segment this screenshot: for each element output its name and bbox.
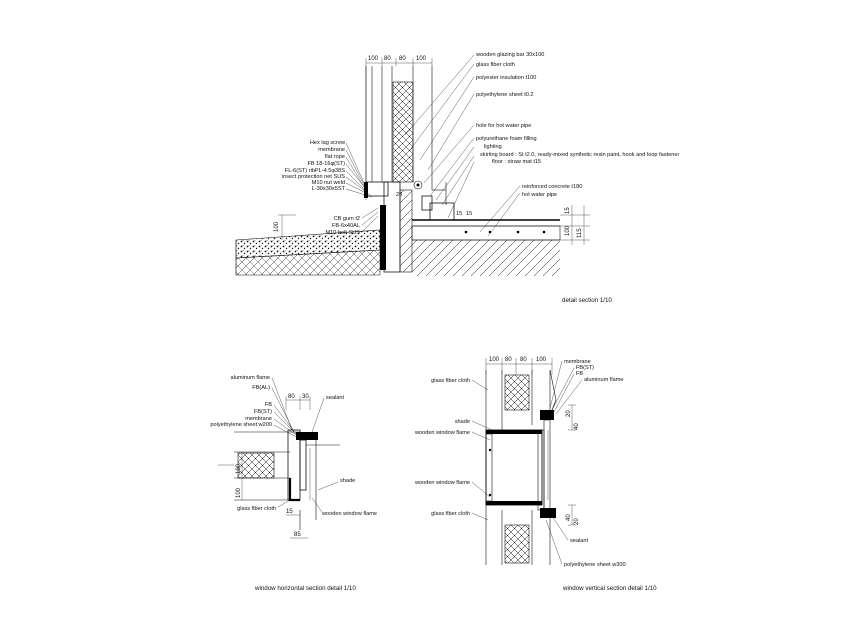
label-v-glass-fiber-cloth-bottom: glass fiber cloth [431,511,470,517]
label-fl-6: FL-6(ST) ribPL-4.5φ38S [285,168,345,174]
labels-lower-detail: CB gum t2 FB-6x40AL M10 bolt SUS [325,207,379,236]
dims-right-detail: 15 100 115 [560,205,590,245]
label-h-shade: shade [340,478,355,484]
dim-h-left-2: 100 [236,487,242,498]
labels-left-detail: Hex lag screw membrane flat rope FB 18-1… [282,140,373,198]
dim-h-bot-1: 15 [286,509,293,515]
label-h-glass-fiber-cloth: glass fiber cloth [237,506,276,512]
dim-top-3: 80 [399,56,406,62]
label-membrane: membrane [318,147,345,153]
label-h-aluminum-flame: aluminum flame [231,375,270,381]
label-insect-net: insect protection net SUS [282,174,345,180]
label-flat-rope: flat rope [325,154,345,160]
labels-right-detail: wooden glazing bar 30x100 glass fiber cl… [404,52,679,237]
label-v-wooden-window-flame-bottom: wooden window flame [414,480,470,486]
dim-v-right-1: 20 [566,410,572,417]
caption-horizontal-section: window horizontal section detail 1/10 [254,585,356,592]
dim-v-right-4: 20 [574,518,580,525]
label-polyester-insulation: polyester insulation t100 [476,75,536,81]
dim-top-4: 100 [416,56,427,62]
label-hex-lag-screw: Hex lag screw [310,140,346,146]
caption-vertical-section: window vertical section detail 1/10 [562,585,657,592]
label-h-membrane: membrane [245,416,272,422]
label-wooden-glazing-bar: wooden glazing bar 30x100 [475,52,544,58]
label-v-aluminum-flame: aluminum flame [584,377,623,383]
dim-left: 100 [274,221,280,232]
label-lighting: lighting [484,144,502,150]
label-h-fb: FB [265,402,272,408]
label-fb-6x40: FB-6x40AL [332,223,360,229]
floor-slab: 15 15 [411,182,561,276]
label-l-30x30: L-30x30x5ST [312,186,346,192]
wall-layers [365,66,433,190]
label-v-polyethylene-sheet: polyethylene sheet w300 [564,562,626,568]
label-h-sealant: sealant [326,395,344,401]
label-h-polyethylene-sheet: polyethylene sheet w200 [210,422,272,428]
label-polyurethane-foam: polyurethane foam filling [476,136,537,142]
label-v-sealant: sealant [570,538,588,544]
label-v-membrane: membrane [564,359,591,365]
label-v-wooden-window-flame-top: wooden window flame [414,430,470,436]
dim-top-2: 80 [384,56,391,62]
label-m10-bolt: M10 bolt SUS [325,230,360,236]
label-polyethylene-sheet: polyethylene sheet t0.2 [476,92,534,98]
dim-v-right-3: 40 [566,514,572,521]
dim-right-1: 15 [565,207,571,214]
label-v-fb-st: FB(ST) [576,365,594,371]
dim-v-top-1: 100 [489,357,500,363]
dim-v-top-4: 100 [536,357,547,363]
label-v-glass-fiber-cloth-top: glass fiber cloth [431,378,470,384]
dim-small-1: 15 [456,211,462,217]
label-cb-gum: CB gum t2 [334,216,360,222]
label-hole-hot-water-pipe: hole for hot water pipe [476,123,531,129]
label-fb-18-16: FB 18-16φ(ST) [307,161,345,167]
dim-right-3: 115 [577,228,583,238]
dim-top-1: 100 [368,56,379,62]
label-h-fb-st: FB(ST) [254,409,272,415]
label-h-fb-al: FB(AL) [252,385,270,391]
dim-small-2: 15 [466,211,472,217]
horizontal-section: 80 30 100 100 15 85 [210,375,377,592]
dim-h-bot-2: 85 [294,532,301,538]
dim-h-top-2: 30 [302,394,309,400]
label-v-shade: shade [455,419,470,425]
foundation: 20 100 [235,180,423,276]
dim-v-top-2: 80 [505,357,512,363]
label-floor: floor : straw mat t15 [492,159,541,165]
dim-h-left-1: 100 [236,463,242,474]
label-hot-water-pipe: hot water pipe [522,192,557,198]
dim-right-2: 100 [565,225,571,236]
label-v-fb: FB [576,371,583,377]
vertical-section: 100 80 80 100 20 [414,357,657,592]
label-glass-fiber-cloth: glass fiber cloth [476,62,515,68]
label-h-wooden-window-flame: wooden window flame [321,511,377,517]
dim-small-0: 20 [396,192,402,198]
label-skirting-board: skirting board : St t2.0, ready-mixed sy… [480,152,679,158]
label-m10-nut: M10 nut weld [312,180,345,186]
detail-section: 100 80 80 100 [235,52,679,304]
label-reinforced-concrete: reinforced concrete t180 [522,184,582,190]
dim-h-top-1: 80 [288,394,295,400]
caption-detail-section: detail section 1/10 [562,297,612,304]
dim-v-top-3: 80 [520,357,527,363]
dim-v-right-2: 40 [574,423,580,430]
